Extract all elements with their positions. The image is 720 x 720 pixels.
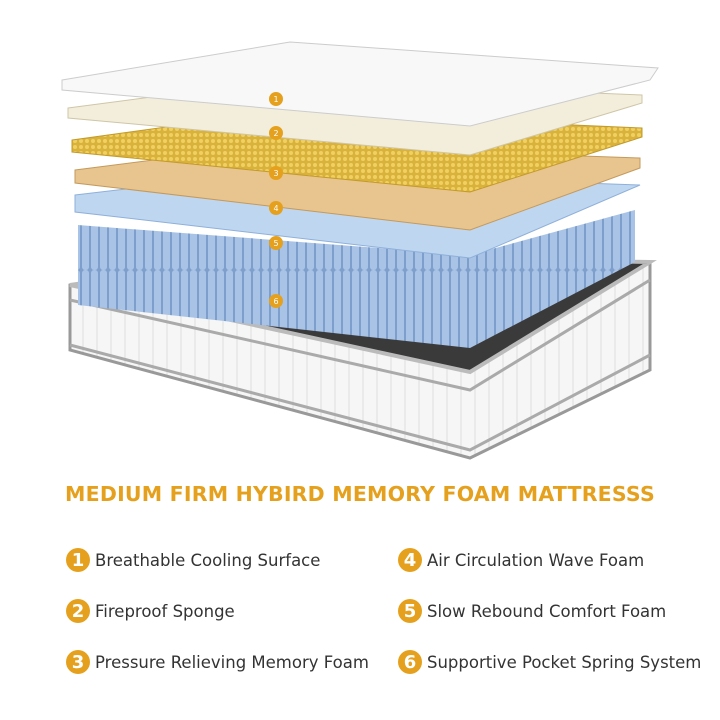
layer-1-cooling-surface bbox=[61, 41, 659, 127]
product-title: MEDIUM FIRM HYBIRD MEMORY FOAM MATTRESSS bbox=[65, 482, 655, 506]
svg-text:6: 6 bbox=[273, 297, 278, 306]
marker-3: 3 bbox=[269, 166, 283, 180]
svg-text:2: 2 bbox=[273, 129, 278, 138]
feature-label: Fireproof Sponge bbox=[95, 601, 235, 621]
feature-label: Breathable Cooling Surface bbox=[95, 550, 321, 570]
svg-text:1: 1 bbox=[273, 95, 278, 104]
feature-label: Supportive Pocket Spring System bbox=[427, 652, 702, 672]
layer-markers: 1 2 3 4 5 6 bbox=[269, 92, 283, 308]
marker-2: 2 bbox=[269, 126, 283, 140]
number-badge: 5 bbox=[398, 599, 422, 623]
svg-text:5: 5 bbox=[273, 239, 278, 248]
number-badge: 3 bbox=[66, 650, 90, 674]
svg-text:4: 4 bbox=[273, 204, 278, 213]
feature-label: Air Circulation Wave Foam bbox=[427, 550, 645, 570]
feature-label: Pressure Relieving Memory Foam bbox=[95, 652, 369, 672]
feature-label: Slow Rebound Comfort Foam bbox=[427, 601, 667, 621]
number-badge: 2 bbox=[66, 599, 90, 623]
svg-text:3: 3 bbox=[273, 169, 278, 178]
number-badge: 1 bbox=[66, 548, 90, 572]
pocket-spring-layer bbox=[78, 210, 635, 348]
number-badge: 4 bbox=[398, 548, 422, 572]
marker-5: 5 bbox=[269, 236, 283, 250]
marker-6: 6 bbox=[269, 294, 283, 308]
marker-1: 1 bbox=[269, 92, 283, 106]
mattress-layers-illustration: 1 2 3 4 5 6 bbox=[61, 41, 659, 460]
number-badge: 6 bbox=[398, 650, 422, 674]
marker-4: 4 bbox=[269, 201, 283, 215]
